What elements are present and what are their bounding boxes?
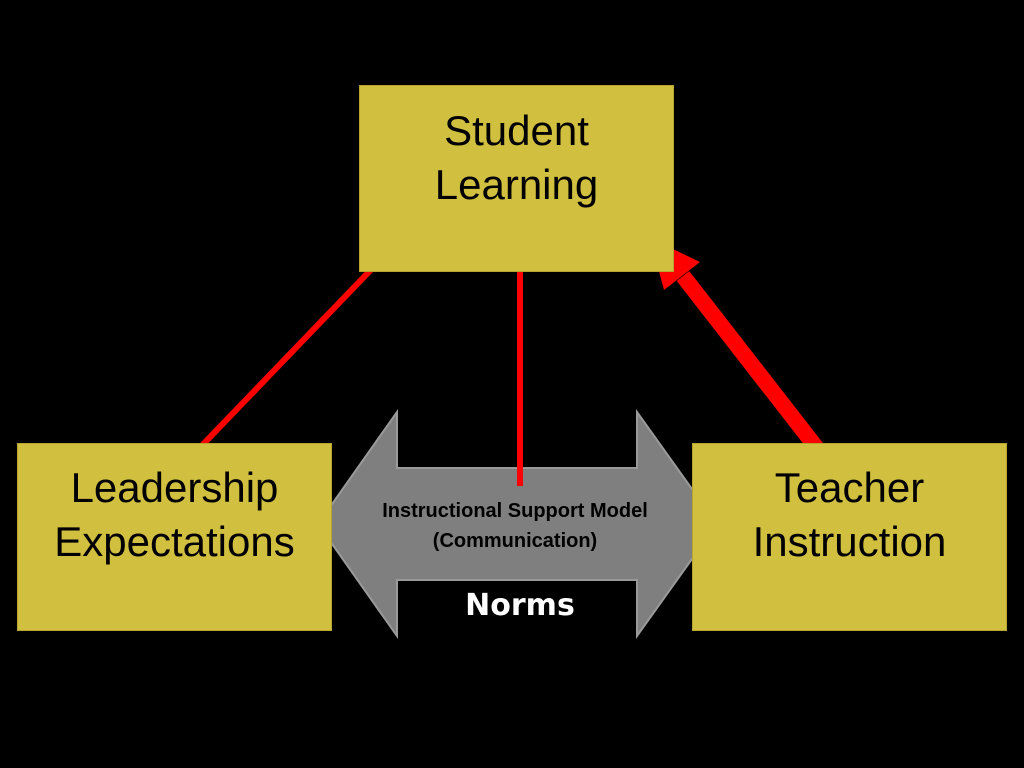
- norms-label: Norms: [465, 588, 575, 623]
- teacher-instruction-box: Teacher Instruction: [692, 443, 1007, 631]
- arrow-teacher-to-student: [650, 238, 833, 465]
- student-learning-box: Student Learning: [359, 85, 674, 272]
- leadership-expectations-line2: Expectations: [54, 518, 295, 565]
- leadership-expectations-box: Leadership Expectations: [17, 443, 332, 631]
- student-learning-line2: Learning: [434, 161, 599, 208]
- teacher-instruction-line1: Teacher: [774, 464, 925, 511]
- leadership-expectations-line1: Leadership: [70, 464, 279, 511]
- student-learning-line1: Student: [444, 107, 589, 154]
- instructional-support-model-line2: (Communication): [432, 530, 598, 552]
- teacher-instruction-line2: Instruction: [752, 518, 947, 565]
- instructional-support-model-line1: Instructional Support Model: [382, 500, 648, 522]
- instructional-support-model-label: Instructional Support Model (Communicati…: [335, 496, 695, 556]
- arrow-ism-to-student: [509, 237, 531, 486]
